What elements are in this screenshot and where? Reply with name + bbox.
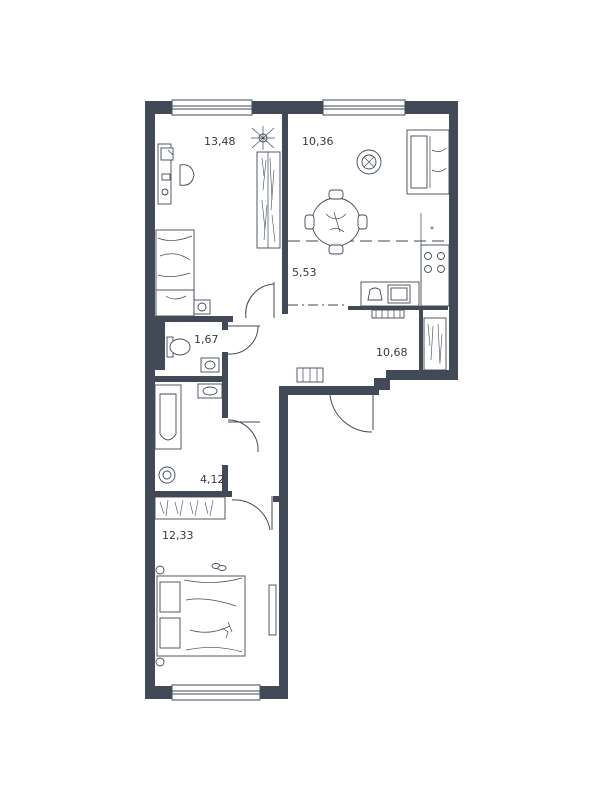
- area-label-living-room: 10,36: [302, 135, 334, 148]
- area-label-kitchen: 10,68: [376, 346, 408, 359]
- living-room-furniture: [304, 129, 450, 255]
- svg-text:*: *: [430, 225, 434, 234]
- door-bedroom-1: [245, 282, 275, 319]
- area-label-bathroom: 4,12: [200, 473, 225, 486]
- doors: [227, 282, 374, 531]
- door-bedroom-2: [231, 496, 273, 531]
- dining-table-icon: [304, 189, 368, 255]
- toilet-furniture: [166, 336, 220, 373]
- window-bedroom-2: [171, 684, 261, 701]
- area-label-hall: 5,53: [292, 266, 317, 279]
- area-labels: 13,48 10,36 5,53 1,67 10,68 4,12 12,33: [162, 135, 408, 542]
- bathroom-furniture: [154, 383, 223, 484]
- zone-lines: [288, 240, 449, 306]
- door-bathroom: [227, 419, 260, 453]
- interior-walls: [155, 114, 448, 502]
- hall-furniture: [296, 367, 324, 383]
- windows: [171, 99, 406, 701]
- area-label-bedroom-1: 13,48: [204, 135, 236, 148]
- window-bedroom-1: [171, 99, 253, 116]
- bedroom-1-furniture: [155, 126, 281, 317]
- door-entrance: [329, 393, 374, 433]
- window-living-room: [322, 99, 406, 116]
- plant-icon: [251, 126, 275, 150]
- area-label-toilet: 1,67: [194, 333, 219, 346]
- door-toilet: [227, 325, 260, 355]
- kitchen-furniture: *: [360, 213, 450, 371]
- bedroom-2-furniture: [154, 496, 277, 667]
- area-label-bedroom-2: 12,33: [162, 529, 194, 542]
